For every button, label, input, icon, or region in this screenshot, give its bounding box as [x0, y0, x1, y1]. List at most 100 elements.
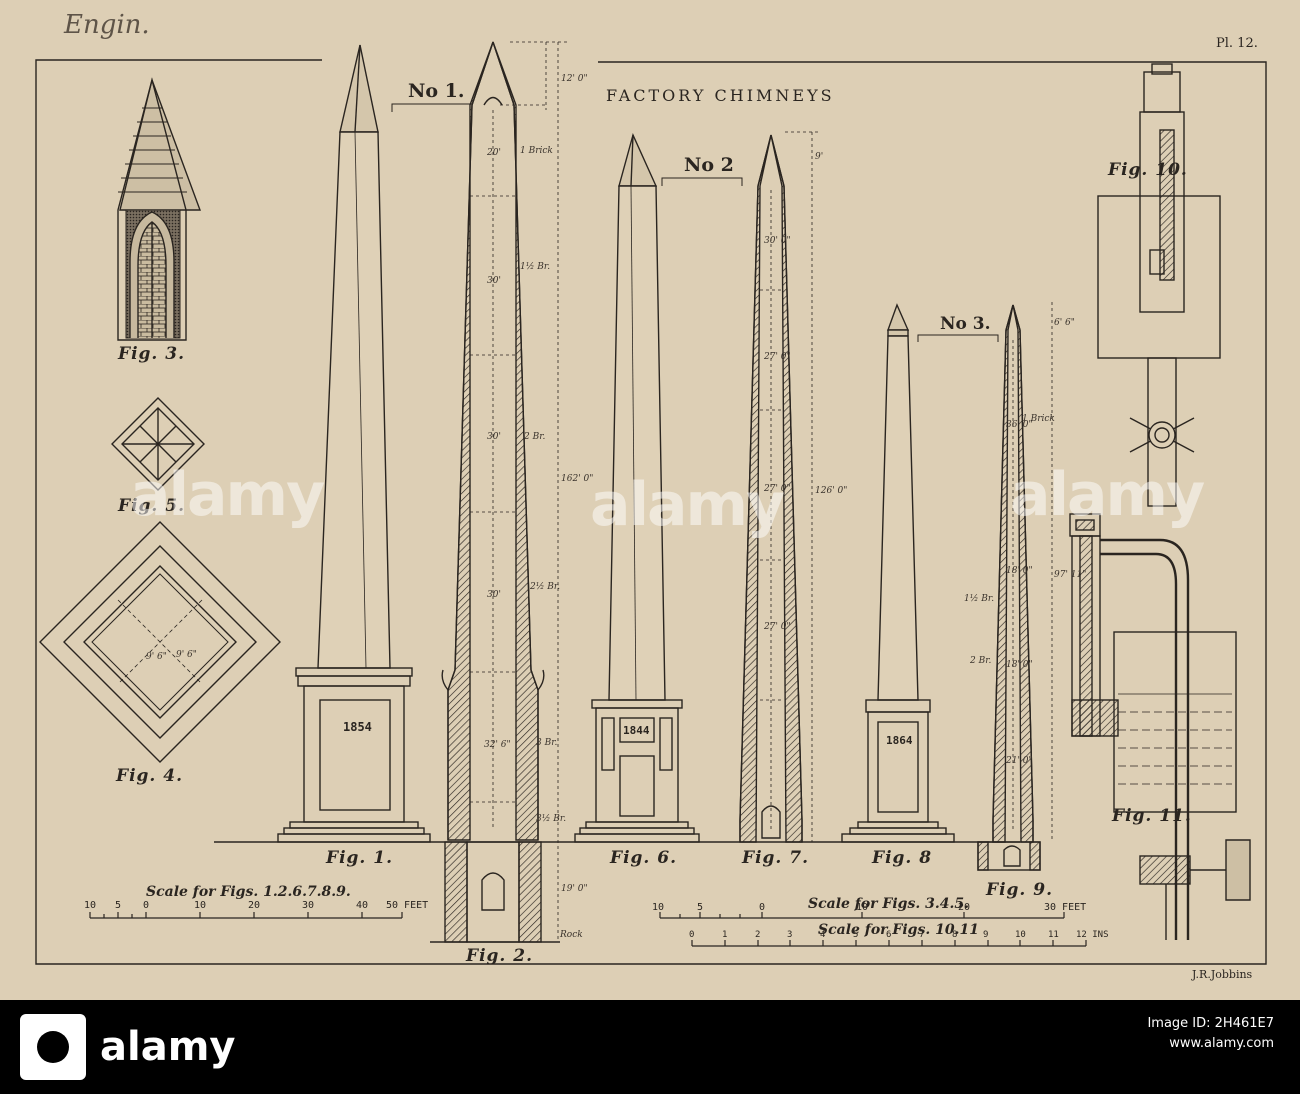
handwritten-note: Engin. [64, 10, 150, 40]
fig9-dimension: 21' 0" [1006, 756, 1033, 766]
fig2-annotation: 1½ Br. [520, 262, 551, 272]
scale-b-tick: 20 [958, 902, 971, 913]
scale-b-tick: 0 [759, 902, 766, 913]
scale-b-label: Scale for Figs. 3.4.5. [808, 896, 969, 912]
fig9-annotation: 2 Br. [970, 656, 992, 666]
technical-drawing [35, 41, 1267, 965]
fig2-dimension: 12' 0" [561, 74, 588, 84]
scale-a-tick: 10 [84, 900, 97, 911]
fig9-dimension: 18' 0" [1006, 566, 1033, 576]
fig9-label: Fig. 9. [986, 880, 1053, 900]
fig2-dimension: 30' [487, 432, 501, 442]
fig3-label: Fig. 3. [118, 344, 185, 364]
image-id: Image ID: 2H461E7 [1147, 1016, 1274, 1031]
scale-c-tick: 9 [983, 930, 989, 940]
fig7-dimension: 126' 0" [815, 486, 848, 496]
fig2-dimension: 20' [487, 148, 501, 158]
fig7-dimension: 9' [815, 152, 824, 162]
fig3-drawing [117, 77, 202, 341]
fig9-drawing [977, 302, 1053, 871]
fig2-dimension: 162' 0" [561, 474, 594, 484]
fig7-dimension: 27' 0" [764, 352, 791, 362]
alamy-logo[interactable]: alamy [20, 1014, 250, 1080]
fig10-drawing [1097, 63, 1221, 507]
scale-a-tick: 30 [302, 900, 315, 911]
fig11-label: Fig. 11. [1112, 806, 1192, 826]
scale-bar-b [659, 912, 1065, 919]
fig8-label: Fig. 8 [872, 848, 933, 868]
scale-c-tick: 5 [853, 930, 859, 940]
scale-c-tick: 2 [755, 930, 761, 940]
fig4-drawing [39, 521, 281, 763]
fig7-label: Fig. 7. [742, 848, 809, 868]
scale-a-tick: 0 [143, 900, 150, 911]
plate-title: FACTORY CHIMNEYS [606, 86, 835, 105]
scale-c-tick: 6 [886, 930, 892, 940]
fig6-drawing [574, 132, 700, 843]
fig1-drawing [277, 44, 431, 843]
scale-c-tick: 11 [1048, 930, 1059, 940]
scale-c-label: Scale for Figs. 10.11 [818, 922, 979, 938]
fig6-label: Fig. 6. [610, 848, 677, 868]
stock-image-info: Image ID: 2H461E7 www.alamy.com [1147, 1014, 1274, 1054]
scale-a-tick: 20 [248, 900, 261, 911]
scale-a-tick: 10 [194, 900, 207, 911]
date-plaque-1854: 1854 [343, 720, 372, 734]
scale-b-tick: 30 FEET [1044, 902, 1087, 913]
fig9-dimension: 6' 6" [1054, 318, 1075, 328]
scale-bar-a [89, 912, 403, 919]
fig2-dimension: 30' [487, 276, 501, 286]
scale-c-tick: 10 [1015, 930, 1026, 940]
alamy-logo-text: alamy [100, 1024, 235, 1070]
scale-b-tick: 5 [697, 902, 704, 913]
engraver-credit: J.R.Jobbins [1192, 968, 1253, 981]
scale-c-tick: 7 [919, 930, 925, 940]
fig7-dimension: 27' 0" [764, 622, 791, 632]
fig9-annotation: 1 Brick [1022, 414, 1055, 424]
fig2-annotation: 1 Brick [520, 146, 553, 156]
scale-b-tick: 10 [856, 902, 869, 913]
scale-a-label: Scale for Figs. 1.2.6.7.8.9. [146, 884, 351, 900]
fig4-dimension: 9' 6" [146, 652, 167, 662]
plate-number: Pl. 12. [1216, 36, 1258, 51]
fig9-annotation: 1½ Br. [964, 594, 995, 604]
watermark: alamy [1010, 460, 1205, 530]
fig7-dimension: 27' 0" [764, 484, 791, 494]
scale-c-tick: 0 [689, 930, 695, 940]
fig2-label: Fig. 2. [466, 946, 533, 966]
scale-c-tick: 8 [952, 930, 958, 940]
plate-border [35, 59, 1267, 965]
fig2-drawing [430, 41, 570, 943]
fig10-label: Fig. 10. [1108, 160, 1188, 180]
fig2-dimension: 32' 6" [484, 740, 511, 750]
scale-a-tick: 50 FEET [386, 900, 429, 911]
fig5-label: Fig. 5. [118, 496, 185, 516]
fig2-annotation: 2 Br. [524, 432, 546, 442]
scale-b-tick: 10 [652, 902, 665, 913]
fig2-annotation: 2½ Br. [530, 582, 561, 592]
fig2-annotation: 3 Br. [536, 738, 558, 748]
fig4-label: Fig. 4. [116, 766, 183, 786]
date-plaque-1864: 1864 [886, 734, 913, 747]
fig9-dimension: 97' 11" [1054, 570, 1087, 580]
fig7-dimension: 30' 0" [764, 236, 791, 246]
chimney-label-no1: No 1. [408, 80, 465, 102]
fig1-label: Fig. 1. [326, 848, 393, 868]
fig2-annotation: Rock [560, 930, 583, 940]
chimney-label-no3: No 3. [940, 314, 991, 334]
scale-a-tick: 40 [356, 900, 369, 911]
watermark: alamy [590, 470, 785, 540]
scale-bar-c [691, 940, 1087, 947]
chimney-label-no2: No 2 [684, 154, 734, 176]
watermark: alamy [130, 460, 325, 530]
fig7-drawing [739, 131, 820, 843]
scale-c-tick: 1 [722, 930, 728, 940]
stock-site[interactable]: www.alamy.com [1169, 1036, 1274, 1051]
fig4-dimension: 9' 6" [176, 650, 197, 660]
scale-c-tick: 3 [787, 930, 793, 940]
fig9-dimension: 18' 0" [1006, 660, 1033, 670]
fig9-dimension: 36' 0" [1006, 420, 1033, 430]
fig2-dimension: 30' [487, 590, 501, 600]
scale-a-tick: 5 [115, 900, 122, 911]
fig11-drawing [1069, 513, 1251, 940]
